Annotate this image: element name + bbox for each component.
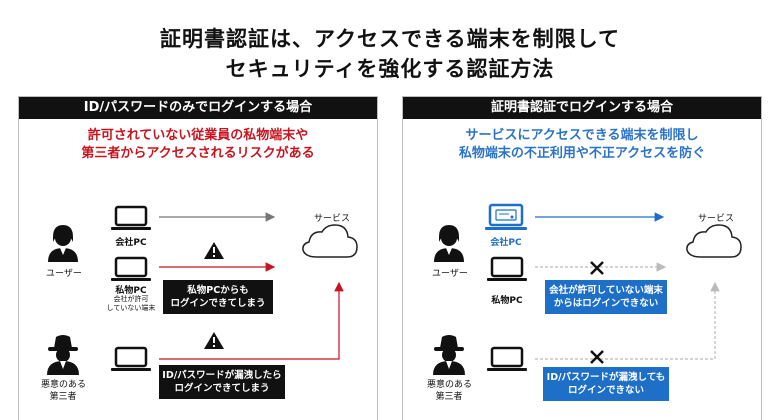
attacker-icon [47, 335, 79, 375]
laptop-icon [111, 256, 151, 281]
laptop-icon [111, 205, 151, 230]
right-panel-header: 証明書認証でログインする場合 [403, 97, 761, 119]
leak-blocked-box: ID/パスワードが漏洩しても ログインできない [543, 367, 669, 401]
blocked-box-2-line-2: ログインできない [567, 385, 644, 396]
attacker-label-line-2: 第三者 [435, 392, 463, 402]
private-pc-blocked-box: 会社が許可していない端末 からはログインできない [545, 280, 667, 314]
right-tagline-line-2: 私物端末の不正利用や不正アクセスを防ぐ [458, 146, 706, 161]
private-pc-note-line-1: 会社が許可 [113, 295, 149, 303]
private-pc-warning-box: 私物PCからも ログインできてしまう [163, 280, 273, 314]
left-panel: ID/パスワードのみでログインする場合 許可されていない従業員の私物端末や 第三… [18, 96, 378, 420]
blocked-box-1-line-2: からはログインできない [553, 298, 659, 309]
left-diagram [47, 205, 358, 375]
service-label: サービス [697, 214, 734, 224]
attacker-label-line-1: 悪意のある [41, 380, 87, 390]
company-pc-label: 会社PC [490, 238, 522, 248]
right-panel-tagline: サービスにアクセスできる端末を制限し 私物端末の不正利用や不正アクセスを防ぐ [403, 127, 761, 163]
right-tagline-line-1: サービスにアクセスできる端末を制限し [465, 128, 699, 143]
user-label: ユーザー [432, 269, 468, 279]
title-line-2: セキュリティを強化する認証方法 [225, 57, 555, 81]
attacker-label: 悪意のある 第三者 [41, 379, 87, 403]
attacker-label-line-1: 悪意のある [427, 380, 473, 390]
blocked-box-1-line-1: 会社が許可していない端末 [549, 285, 663, 296]
leak-warning-box: ID/パスワードが漏洩したら ログインできてしまう [159, 365, 285, 399]
cloud-icon [686, 224, 742, 258]
service-label: サービス [313, 214, 350, 224]
cloud-icon [302, 224, 358, 258]
laptop-icon [487, 346, 527, 371]
laptop-icon [111, 346, 151, 371]
warning-box-1-line-2: ログインできてしまう [170, 298, 266, 309]
company-pc-label: 会社PC [115, 238, 147, 248]
user-icon [434, 225, 464, 262]
private-pc-note-line-2: していない端末 [106, 304, 156, 312]
laptop-icon [485, 203, 527, 230]
private-pc-note: 会社が許可 していない端末 [101, 295, 161, 313]
laptop-icon [487, 256, 527, 281]
attacker-label: 悪意のある 第三者 [427, 379, 473, 403]
right-panel: 証明書認証でログインする場合 サービスにアクセスできる端末を制限し 私物端末の不… [402, 96, 762, 420]
warning-icon [204, 332, 224, 349]
warning-box-2-line-1: ID/パスワードが漏洩したら [162, 370, 282, 381]
left-tagline-line-2: 第三者からアクセスされるリスクがある [81, 146, 315, 161]
user-label: ユーザー [46, 269, 82, 279]
left-tagline-line-1: 許可されていない従業員の私物端末や [87, 128, 309, 143]
private-pc-label: 私物PC [491, 296, 523, 306]
left-panel-tagline: 許可されていない従業員の私物端末や 第三者からアクセスされるリスクがある [19, 127, 377, 163]
left-panel-header: ID/パスワードのみでログインする場合 [19, 97, 377, 119]
right-diagram [433, 203, 742, 375]
attacker-label-line-2: 第三者 [49, 392, 77, 402]
user-icon [48, 225, 78, 262]
blocked-box-2-line-1: ID/パスワードが漏洩しても [546, 372, 666, 383]
attacker-icon [433, 335, 465, 375]
title-line-1: 証明書認証は、アクセスできる端末を制限して [160, 27, 620, 51]
warning-icon [204, 242, 224, 259]
blocked-x-icon [590, 350, 604, 364]
private-pc-label: 私物PC [115, 286, 147, 296]
blocked-x-icon [590, 261, 604, 275]
page-title: 証明書認証は、アクセスできる端末を制限して セキュリティを強化する認証方法 [0, 24, 780, 84]
warning-box-2-line-2: ログインできてしまう [174, 383, 270, 394]
arrow-attacker-to-service [159, 281, 344, 360]
warning-box-1-line-1: 私物PCからも [187, 285, 249, 296]
